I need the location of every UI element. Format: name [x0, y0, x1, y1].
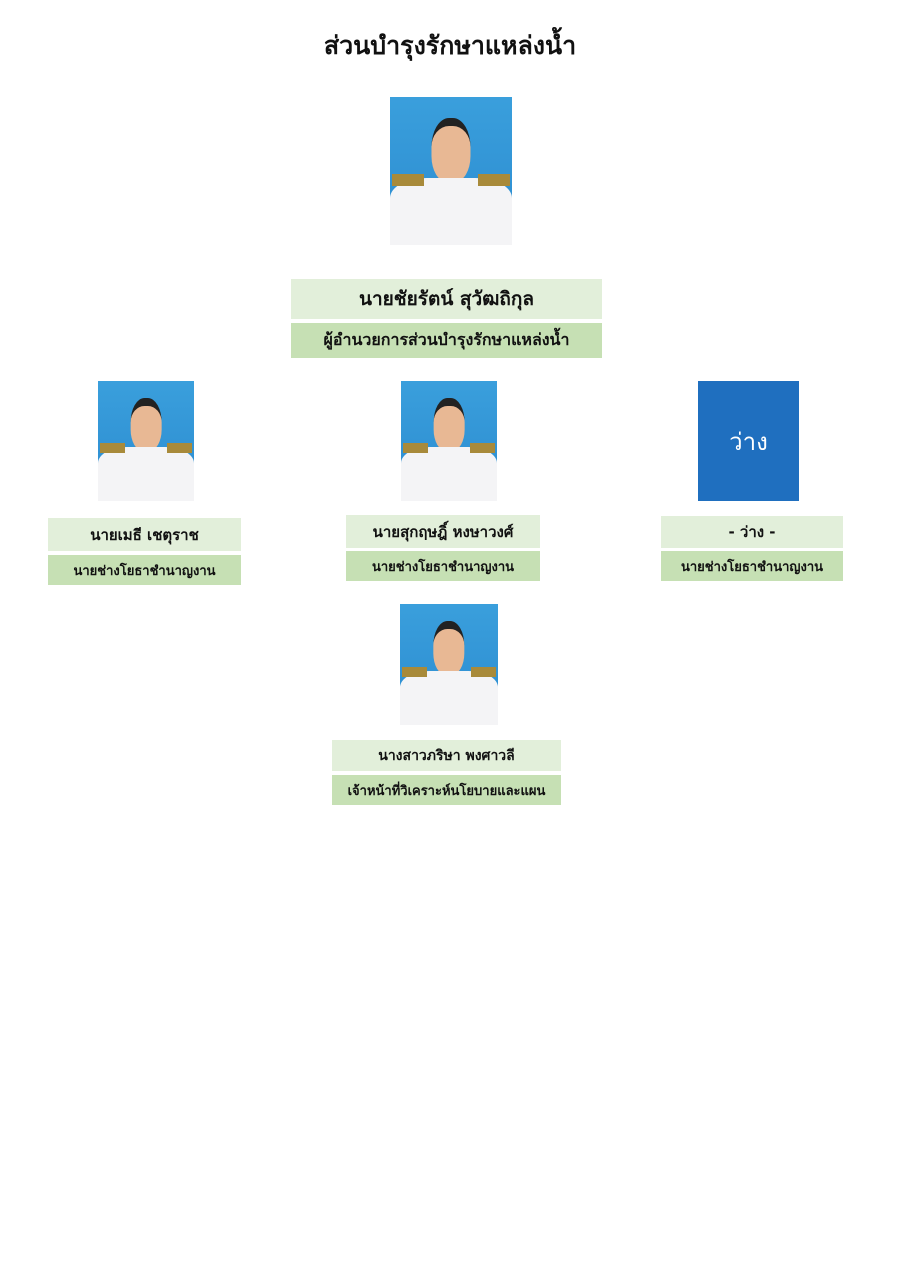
- director-photo: [390, 97, 512, 245]
- staff-photo: [400, 604, 498, 725]
- vacant-photo-placeholder: ว่าง: [698, 381, 799, 501]
- staff-name: นางสาวภริษา พงศาวลี: [332, 740, 561, 771]
- staff-role: นายช่างโยธาชำนาญงาน: [346, 551, 540, 581]
- staff-role: นายช่างโยธาชำนาญงาน: [48, 555, 241, 585]
- director-role: ผู้อำนวยการส่วนบำรุงรักษาแหล่งน้ำ: [291, 323, 602, 358]
- staff-role: เจ้าหน้าที่วิเคราะห์นโยบายและแผน: [332, 775, 561, 805]
- staff-name: นายสุกฤษฎิ์ หงษาวงศ์: [346, 515, 540, 548]
- staff-photo: [98, 381, 194, 501]
- director-name: นายชัยรัตน์ สุวัฒถิกุล: [291, 279, 602, 319]
- page-title: ส่วนบำรุงรักษาแหล่งน้ำ: [323, 31, 577, 60]
- staff-name: นายเมธี เชตุราช: [48, 518, 241, 551]
- staff-photo: [401, 381, 497, 501]
- staff-role: นายช่างโยธาชำนาญงาน: [661, 551, 843, 581]
- staff-name: - ว่าง -: [661, 516, 843, 548]
